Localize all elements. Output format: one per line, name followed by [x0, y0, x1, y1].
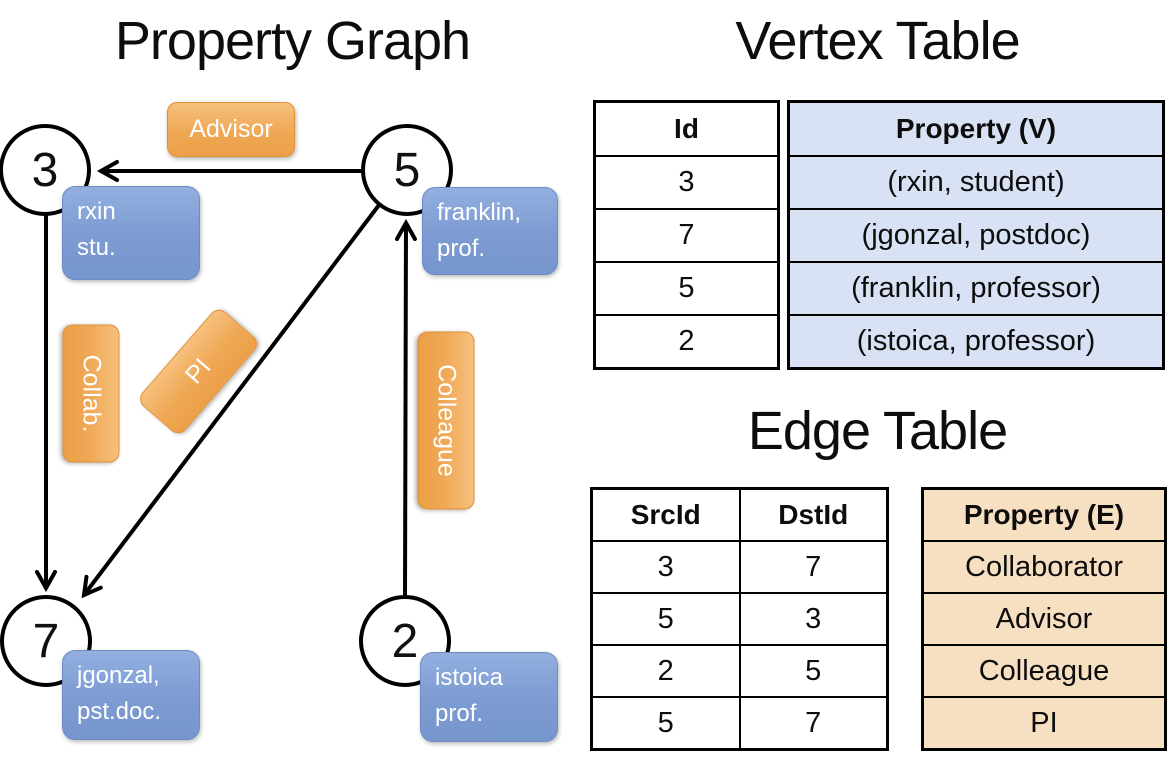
edge-2-to-5: [394, 218, 417, 598]
edge-label-advisor: Advisor: [167, 102, 295, 157]
table-cell: 5: [593, 592, 739, 644]
edge-table-title: Edge Table: [747, 401, 1008, 461]
table-cell: 3: [596, 155, 777, 208]
vertex-id: 2: [391, 614, 419, 668]
edge-5-to-7: [81, 203, 381, 599]
table-cell: (istoica, professor): [790, 314, 1162, 367]
table-cell: Advisor: [924, 592, 1164, 644]
table-cell: 7: [596, 208, 777, 261]
column-header-id: Id: [674, 113, 699, 144]
vertex-node-2: 2: [359, 595, 451, 687]
table-cell: 3: [593, 540, 739, 592]
vertex-table-title: Vertex Table: [735, 11, 1020, 71]
table-cell: 5: [593, 696, 739, 748]
edge-label-collab: Collab.: [62, 324, 120, 463]
edge-table-dstid-column: DstId 7 3 5 7: [740, 490, 886, 748]
edge-table-srcid-column: SrcId 3 5 2 5: [593, 490, 741, 748]
table-cell: (jgonzal, postdoc): [790, 208, 1162, 261]
column-header-property-e: Property (E): [963, 499, 1125, 530]
table-cell: 5: [596, 261, 777, 314]
column-header-srcid: SrcId: [630, 499, 701, 530]
vertex-property-box-istoica: istoica prof.: [420, 652, 558, 742]
vertex-property-box-rxin: rxin stu.: [62, 186, 200, 280]
table-cell: PI: [924, 696, 1164, 748]
table-cell: 7: [740, 696, 886, 748]
vertex-id: 7: [32, 614, 60, 668]
vertex-table-property-column: Property (V) (rxin, student) (jgonzal, p…: [787, 100, 1165, 370]
vertex-node-5: 5: [361, 124, 453, 216]
vertex-table-id-column: Id 3 7 5 2: [593, 100, 780, 370]
edge-table-id-columns: SrcId 3 5 2 5 DstId 7 3 5 7: [590, 487, 889, 751]
vertex-id: 3: [31, 143, 59, 197]
column-header-property-v: Property (V): [895, 113, 1057, 144]
table-cell: 3: [740, 592, 886, 644]
table-cell: (rxin, student): [790, 155, 1162, 208]
table-cell: (franklin, professor): [790, 261, 1162, 314]
table-cell: Collaborator: [924, 540, 1164, 592]
table-cell: 7: [740, 540, 886, 592]
table-cell: 2: [596, 314, 777, 367]
column-header-dstid: DstId: [778, 499, 849, 530]
property-graph-title: Property Graph: [114, 11, 471, 71]
vertex-property-box-jgonzal: jgonzal, pst.doc.: [62, 650, 200, 740]
graph-edges: [35, 160, 417, 599]
edge-table-property-column: Property (E) Collaborator Advisor Collea…: [921, 487, 1167, 751]
table-cell: Colleague: [924, 644, 1164, 696]
edge-label-colleague: Colleague: [417, 331, 475, 510]
vertex-property-box-franklin: franklin, prof.: [422, 187, 558, 275]
table-cell: 5: [740, 644, 886, 696]
table-cell: 2: [593, 644, 739, 696]
vertex-id: 5: [393, 143, 421, 197]
